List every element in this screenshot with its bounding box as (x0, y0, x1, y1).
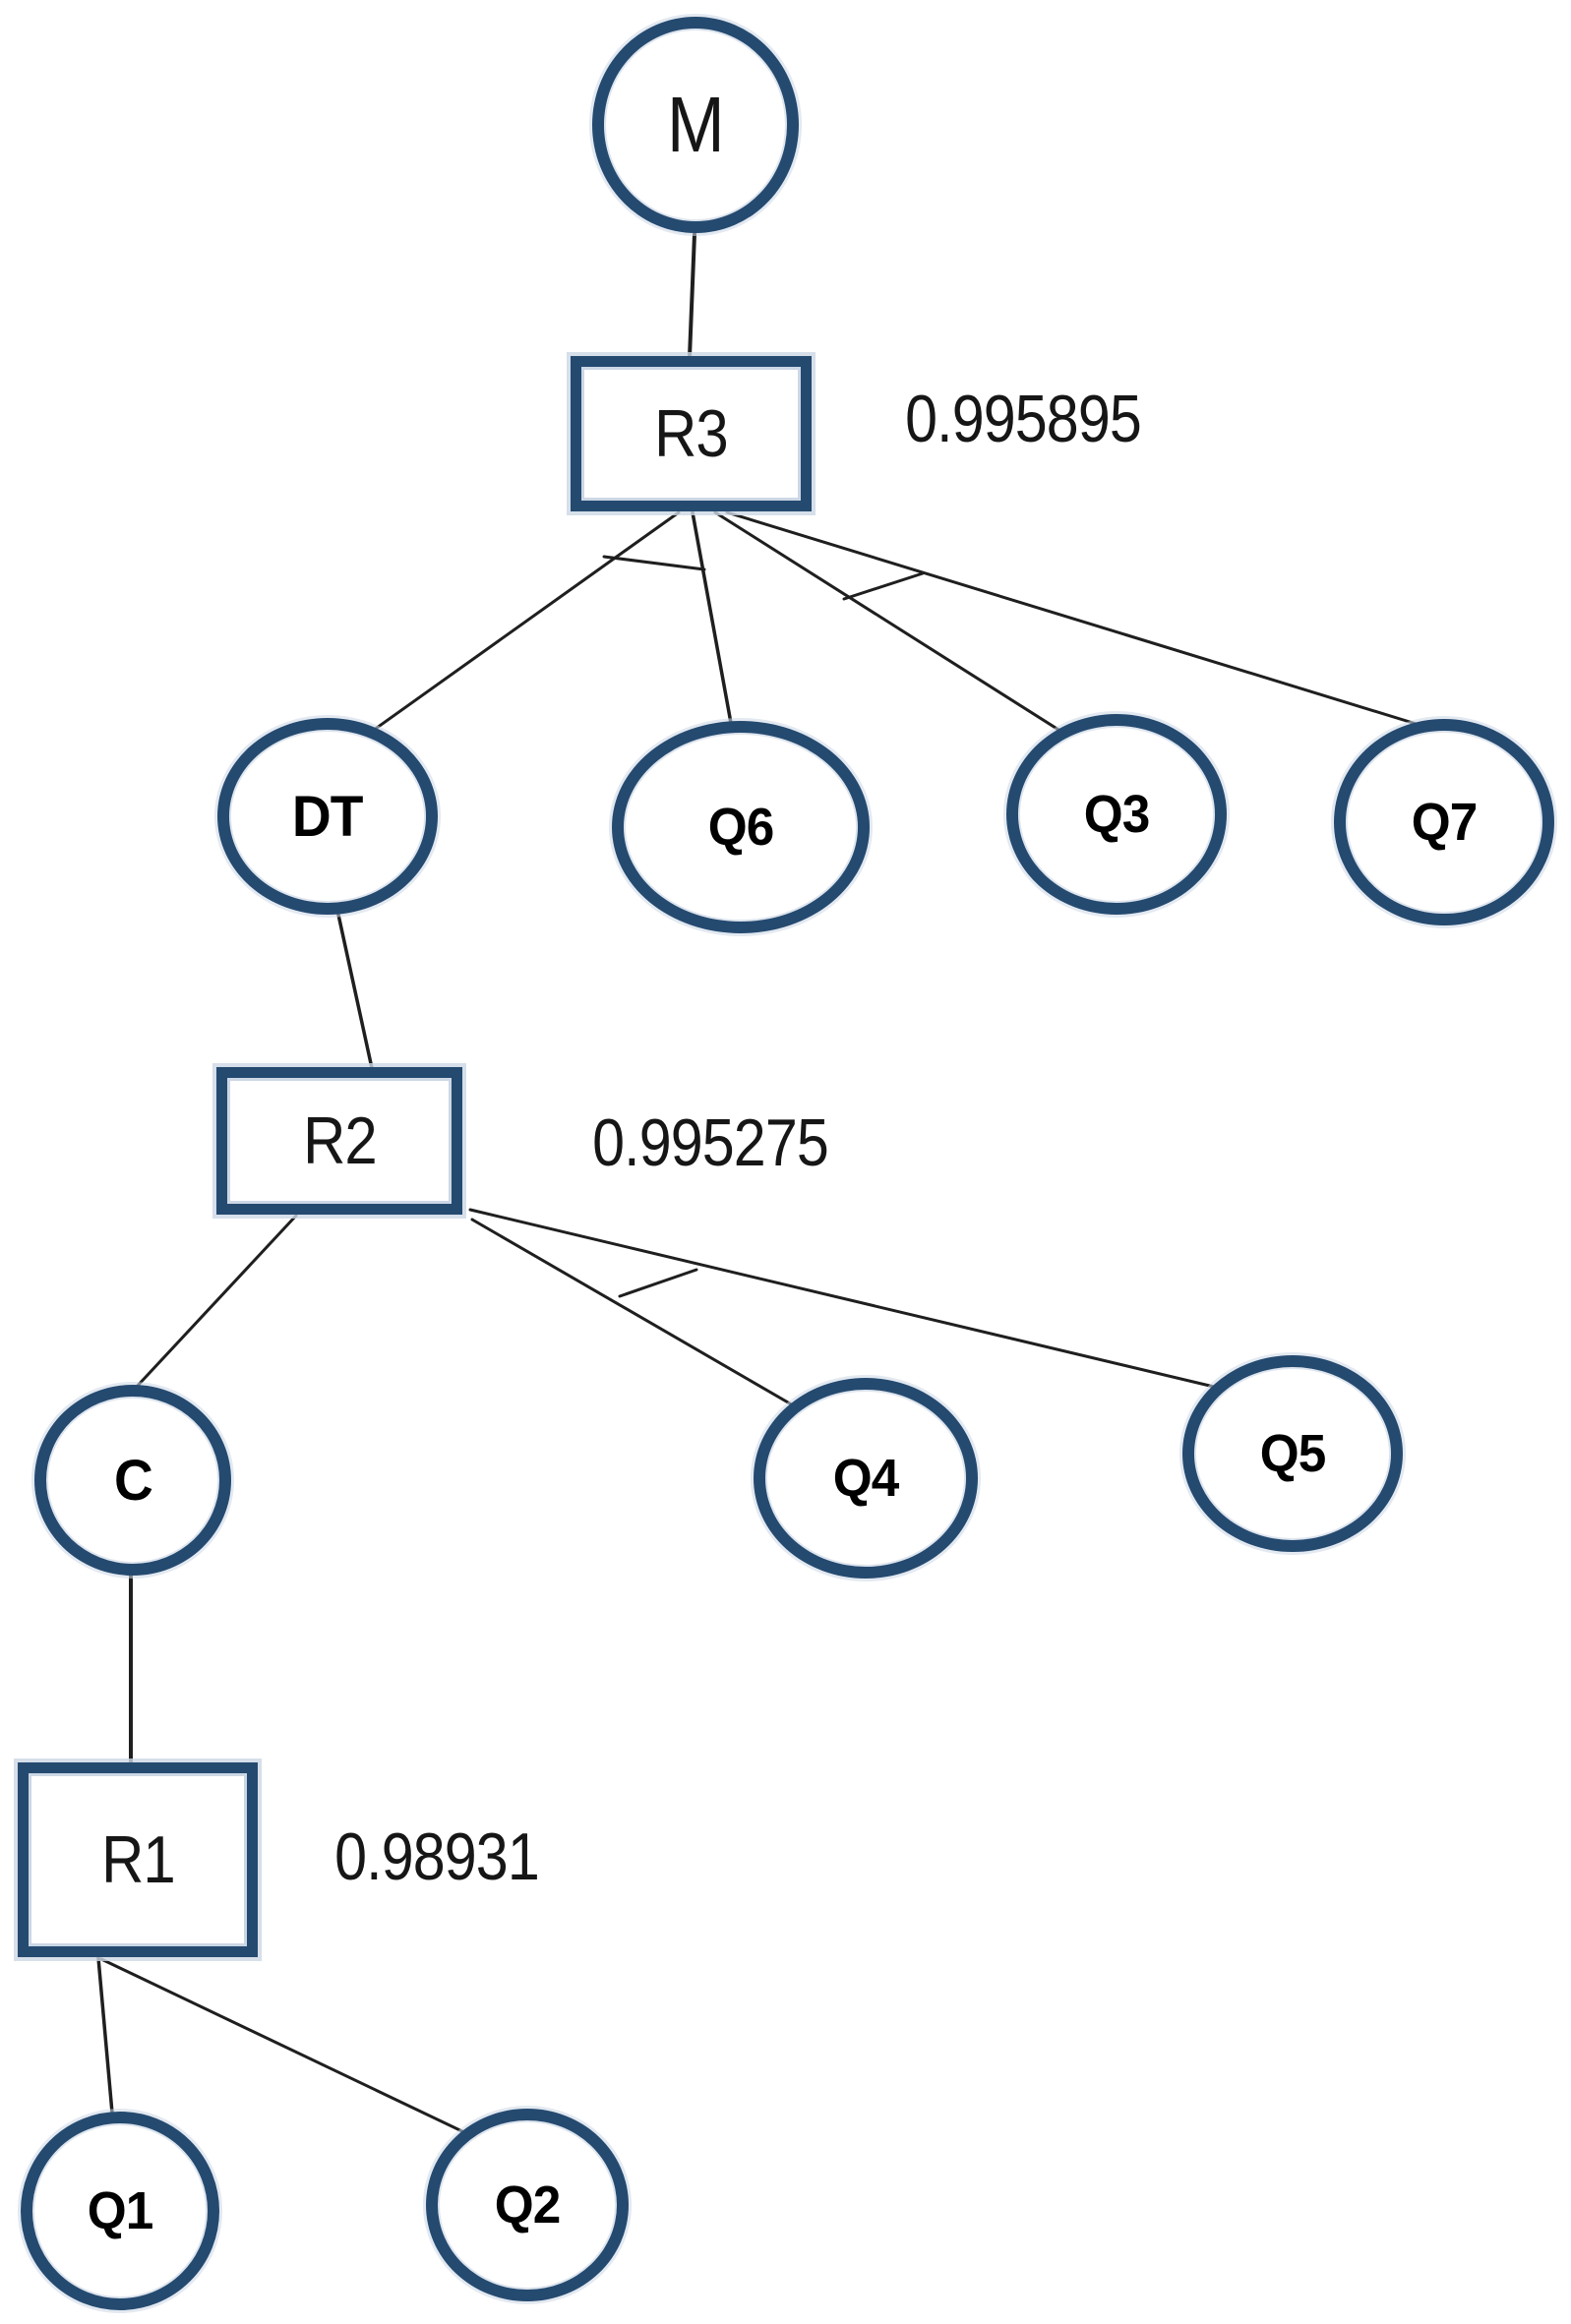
edge-R3-cross-segment (842, 571, 925, 601)
node-Q1: Q1 (21, 2112, 219, 2310)
node-C-label: C (113, 1448, 153, 1513)
node-M-label: M (666, 81, 725, 168)
node-R1-label: R1 (100, 1822, 176, 1897)
value-R3: 0.995895 (905, 382, 1142, 456)
node-Q5-label: Q5 (1259, 1424, 1326, 1483)
edge-R1-Q2 (99, 1957, 470, 2136)
node-C: C (34, 1385, 231, 1576)
node-Q6: Q6 (612, 721, 870, 933)
node-M: M (592, 17, 799, 233)
node-Q7: Q7 (1334, 719, 1554, 925)
node-R2: R2 (216, 1067, 462, 1215)
node-Q4: Q4 (754, 1378, 978, 1579)
node-DT-label: DT (292, 784, 364, 849)
node-R1: R1 (18, 1762, 258, 1957)
edge-R2-Q5 (468, 1208, 1216, 1389)
node-Q6-label: Q6 (707, 798, 774, 857)
node-Q7-label: Q7 (1411, 793, 1478, 852)
edge-R3-stray-segment (602, 555, 706, 571)
node-Q2: Q2 (426, 2109, 629, 2301)
edge-R2-cross-segment (618, 1268, 698, 1298)
value-R1: 0.98931 (334, 1819, 540, 1894)
edge-R3-Q7 (725, 510, 1424, 728)
node-R2-label: R2 (302, 1103, 378, 1178)
node-DT: DT (217, 718, 438, 915)
node-Q4-label: Q4 (832, 1449, 899, 1508)
edge-R2-Q4 (470, 1218, 797, 1408)
node-R3-label: R3 (654, 396, 729, 471)
node-Q2-label: Q2 (494, 2175, 561, 2235)
edge-M-R3 (688, 232, 696, 359)
edge-R2-C (133, 1214, 298, 1391)
node-R3: R3 (571, 356, 812, 511)
edge-DT-R2 (336, 913, 374, 1070)
node-Q1-label: Q1 (87, 2181, 153, 2240)
node-Q5: Q5 (1182, 1355, 1403, 1552)
value-R2: 0.995275 (592, 1105, 829, 1180)
edge-R3-DT (368, 510, 681, 735)
node-Q3: Q3 (1006, 714, 1227, 915)
node-Q3-label: Q3 (1083, 785, 1150, 844)
